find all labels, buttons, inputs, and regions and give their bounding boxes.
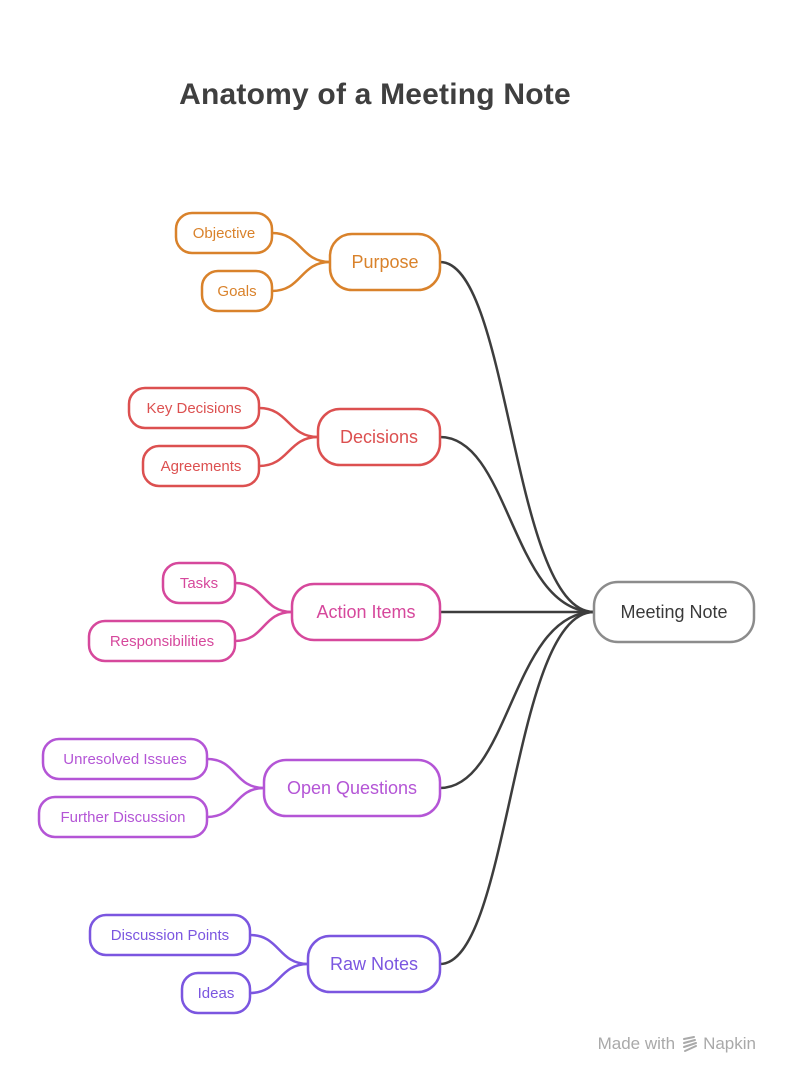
connector-further-discussion-to-open-questions <box>206 786 265 819</box>
branch-label-raw-notes: Raw Notes <box>330 954 418 974</box>
child-node-ideas <box>180 971 252 1015</box>
connector-decisions-to-root <box>439 435 595 614</box>
branch-node-action-items <box>290 582 442 642</box>
root-node <box>592 580 756 644</box>
child-node-discussion-points <box>88 913 252 957</box>
branch-node-purpose <box>328 232 442 292</box>
child-node-further-discussion <box>37 795 209 839</box>
child-node-responsibilities <box>87 619 237 663</box>
branch-node-decisions <box>316 407 442 467</box>
diagram-title: Anatomy of a Meeting Note <box>179 78 571 111</box>
connector-open-questions-to-root <box>439 610 595 790</box>
napkin-brand-label: Napkin <box>703 1034 756 1053</box>
branch-label-decisions: Decisions <box>340 427 418 447</box>
connector-key-decisions-to-decisions <box>258 406 319 439</box>
branch-label-purpose: Purpose <box>351 252 418 272</box>
connector-responsibilities-to-action-items <box>234 610 293 643</box>
connector-raw-notes-to-root <box>439 610 595 966</box>
branch-label-open-questions: Open Questions <box>287 778 417 798</box>
child-node-key-decisions <box>127 386 261 430</box>
branch-node-raw-notes <box>306 934 442 994</box>
connector-objective-to-purpose <box>271 231 331 264</box>
child-node-objective <box>174 211 274 255</box>
connector-agreements-to-decisions <box>258 435 319 468</box>
child-label-responsibilities: Responsibilities <box>110 633 214 650</box>
child-node-unresolved-issues <box>41 737 209 781</box>
child-label-agreements: Agreements <box>161 458 242 475</box>
made-with-label: Made with <box>597 1034 676 1053</box>
connector-unresolved-issues-to-open-questions <box>206 757 265 790</box>
child-label-unresolved-issues: Unresolved Issues <box>63 751 186 768</box>
connector-ideas-to-raw-notes <box>249 962 309 995</box>
child-node-goals <box>200 269 274 313</box>
child-label-ideas: Ideas <box>198 985 235 1002</box>
child-label-goals: Goals <box>217 283 256 300</box>
child-label-discussion-points: Discussion Points <box>111 927 229 944</box>
child-label-further-discussion: Further Discussion <box>60 809 185 826</box>
connector-purpose-to-root <box>439 260 595 614</box>
footer: Made with Napkin <box>598 1034 756 1054</box>
child-label-tasks: Tasks <box>180 575 218 592</box>
napkin-logo-icon <box>683 1036 698 1052</box>
child-node-agreements <box>141 444 261 488</box>
branch-node-open-questions <box>262 758 442 818</box>
napkin-brand: Napkin <box>681 1034 756 1054</box>
root-node-group: Meeting Note <box>592 580 756 644</box>
root-label: Meeting Note <box>620 602 727 622</box>
connector-discussion-points-to-raw-notes <box>249 933 309 966</box>
connector-tasks-to-action-items <box>234 581 293 614</box>
branch-label-action-items: Action Items <box>316 602 415 622</box>
child-label-objective: Objective <box>193 225 256 242</box>
connector-goals-to-purpose <box>271 260 331 293</box>
child-label-key-decisions: Key Decisions <box>146 400 241 417</box>
child-node-tasks <box>161 561 237 605</box>
